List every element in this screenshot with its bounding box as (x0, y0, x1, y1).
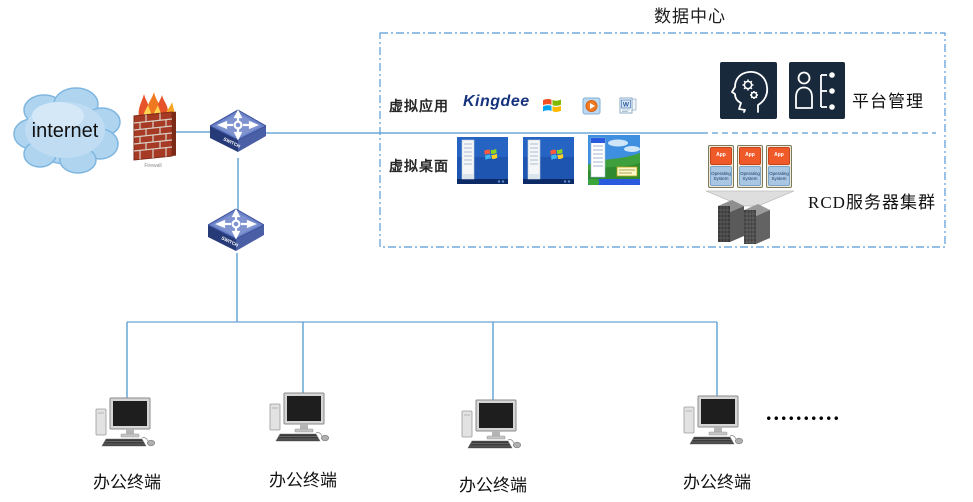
windows7-desktop-thumb (523, 137, 574, 184)
vm-card-app-label: App (710, 147, 732, 165)
ai-head-gears-icon (720, 62, 777, 119)
datacenter-box-border (379, 32, 946, 248)
vm-card-app-label: App (739, 147, 761, 165)
desktop-pc-icon (683, 395, 743, 445)
switch-top: SWITCH (210, 108, 266, 160)
vm-card-os-label: Operating System (710, 166, 732, 186)
platform-management-label: 平台管理 (852, 92, 924, 111)
datacenter-title: 数据中心 (654, 7, 726, 26)
svg-text:W: W (623, 102, 630, 109)
rcd-cluster-label: RCD服务器集群 (808, 193, 936, 212)
windows-logo (542, 95, 562, 115)
switch-icon: SWITCH (208, 208, 264, 251)
terminal-label: 办公终端 (459, 476, 527, 495)
office-terminal (266, 392, 330, 444)
firewall-icon: Firewall (133, 92, 176, 169)
terminal-label: 办公终端 (683, 473, 751, 492)
office-terminal (680, 395, 744, 447)
vm-card-os-label: Operating System (768, 166, 790, 186)
office-terminal (92, 397, 156, 449)
kingdee-logo: Kingdee (463, 93, 530, 110)
media-player-icon (582, 97, 601, 116)
internet-label: internet (32, 120, 99, 142)
switch-icon: SWITCH (210, 109, 266, 152)
vm-card: App Operating System (766, 145, 792, 188)
vm-card-app-label: App (768, 147, 790, 165)
more-terminals-ellipsis: .......... (766, 400, 841, 425)
windows7-desktop-thumb (457, 137, 508, 184)
cloud-icon: internet (13, 87, 121, 174)
vm-card: App Operating System (708, 145, 734, 188)
desktop-pc-icon (95, 397, 155, 447)
terminal-label: 办公终端 (269, 471, 337, 490)
virtual-desktop-label: 虚拟桌面 (389, 158, 449, 174)
virtual-app-label: 虚拟应用 (389, 98, 449, 114)
terminal-label: 办公终端 (93, 473, 161, 492)
server-cluster-icon (714, 196, 778, 244)
desktop-pc-icon (269, 392, 329, 442)
desktop-pc-icon (461, 399, 521, 449)
windowsxp-desktop-thumb (588, 135, 640, 185)
firewall-label: Firewall (144, 163, 161, 169)
office-terminal (458, 399, 522, 451)
switch-bottom: SWITCH (208, 207, 264, 259)
vm-card-os-label: Operating System (739, 166, 761, 186)
vm-card: App Operating System (737, 145, 763, 188)
word-document-icon: W (619, 97, 638, 117)
internet-cloud: internet (10, 82, 124, 180)
user-management-icon (789, 62, 845, 119)
firewall: Firewall (126, 90, 180, 170)
